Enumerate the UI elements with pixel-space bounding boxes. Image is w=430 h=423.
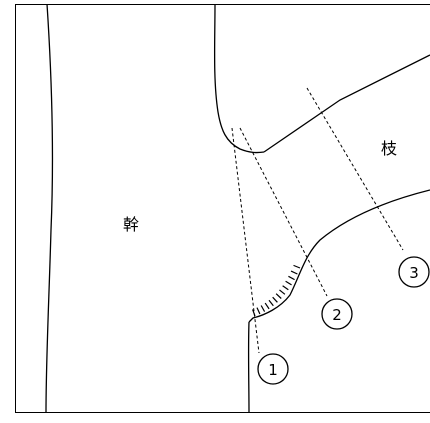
branch-upper-edge — [264, 55, 430, 152]
hatch-tick — [288, 276, 294, 279]
trunk-label: 幹 — [123, 215, 139, 234]
cut-line-3 — [307, 88, 403, 250]
hatch-tick — [261, 305, 264, 311]
marker-3-number: 3 — [409, 264, 419, 282]
hatch-tick — [294, 265, 300, 268]
cut-line-2 — [240, 128, 327, 296]
cut-line-1 — [232, 128, 259, 353]
marker-2-number: 2 — [332, 306, 342, 324]
hatch-tick — [286, 281, 292, 285]
trunk-left-edge — [46, 4, 52, 412]
diagram-frame — [16, 5, 430, 413]
hatch-tick — [257, 308, 260, 314]
hatch-tick — [269, 300, 273, 306]
marker-1: 1 — [258, 354, 288, 384]
hatch-tick — [279, 290, 284, 294]
marker-3: 3 — [399, 257, 429, 287]
marker-2: 2 — [322, 299, 352, 329]
hatch-tick — [265, 303, 269, 309]
marker-1-number: 1 — [268, 361, 278, 379]
branch-label: 枝 — [381, 139, 397, 158]
hatch-tick — [276, 294, 281, 299]
hatch-tick — [291, 271, 297, 274]
hatch-tick — [273, 297, 278, 302]
hatch-tick — [283, 286, 289, 290]
trunk-right-edge-upper — [215, 4, 264, 153]
